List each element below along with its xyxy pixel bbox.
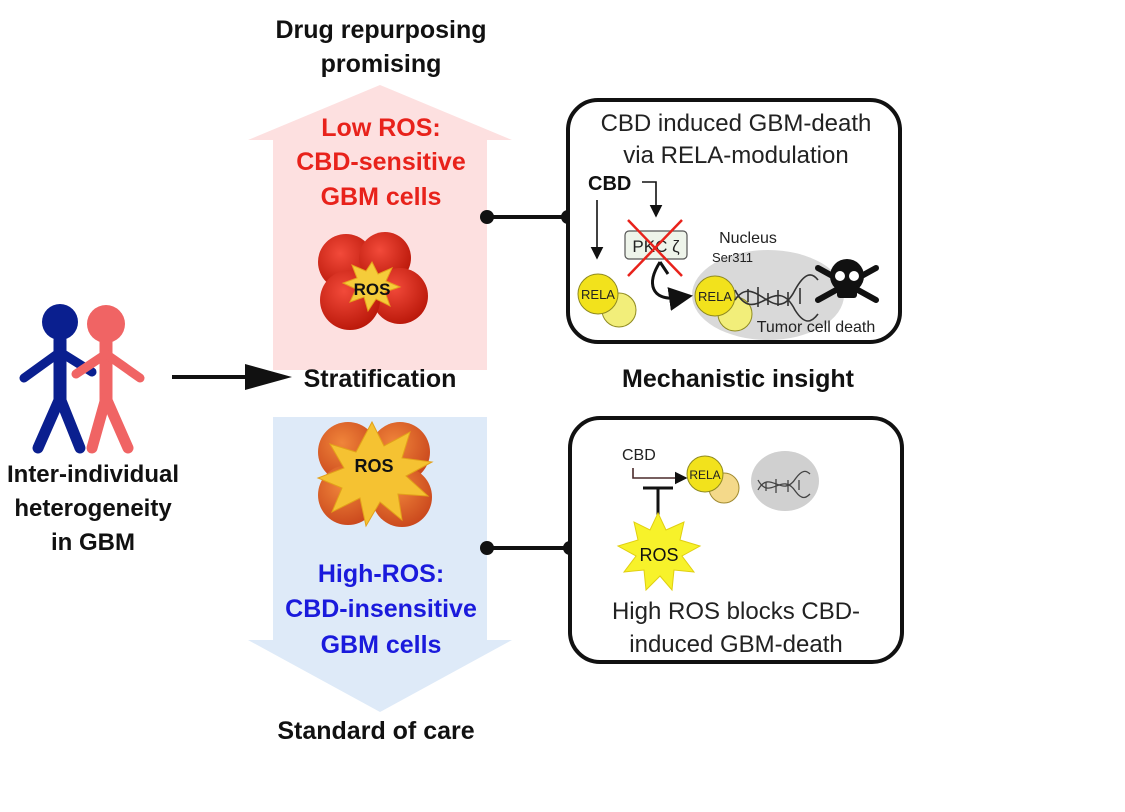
connector-top (480, 210, 575, 224)
mechanism-box-bottom: CBD RELA ROS High ROS blocks CBD- induce… (568, 416, 904, 664)
dna-helix-icon (734, 274, 819, 322)
box-top-title-2: via RELA-modulation (623, 142, 848, 169)
nucleus-label: Nucleus (719, 230, 777, 247)
ros-label-top: ROS (354, 280, 391, 299)
low-ros-cell-cluster: ROS (318, 232, 428, 330)
rela-label-nucleus: RELA (698, 289, 732, 304)
box-bottom-text-2: induced GBM-death (629, 631, 842, 658)
cbd-sensitive-label: CBD-sensitive (296, 148, 466, 176)
high-ros-arrow (248, 417, 512, 712)
connector-bottom (480, 541, 577, 555)
rela-label-bottom: RELA (689, 468, 720, 482)
nucleus-shape-bottom (751, 451, 819, 511)
person-pink-icon (71, 305, 145, 454)
ros-label-box: ROS (639, 545, 678, 565)
drug-repurposing-title: Drug repurposing (275, 16, 486, 44)
tumor-cell-death-label: Tumor cell death (757, 319, 876, 336)
standard-of-care-caption: Standard of care (277, 717, 474, 745)
cbd-label-bottom: CBD (622, 447, 656, 464)
stratification-arrow (172, 364, 292, 390)
ros-burst-large (316, 420, 434, 528)
pkc-box (624, 230, 688, 260)
inhibition-cross-icon (627, 219, 683, 277)
low-ros-label: Low ROS: (321, 114, 440, 142)
mechanistic-insight-label: Mechanistic insight (622, 365, 855, 393)
box-bottom-text-1: High ROS blocks CBD- (612, 598, 860, 625)
skull-crossbones-icon (815, 259, 879, 303)
rela-cell-nucleus (694, 275, 736, 317)
rela-cell-left (577, 273, 619, 315)
ros-burst-bottom-box (616, 511, 702, 592)
ros-burst-small (341, 261, 402, 313)
low-ros-arrow (248, 85, 512, 370)
mechanism-box-top: CBD induced GBM-death via RELA-modulatio… (566, 98, 902, 344)
drug-repurposing-title-2: promising (321, 50, 442, 78)
box-top-title-1: CBD induced GBM-death (601, 110, 872, 137)
gbm-cells-label-bottom: GBM cells (321, 631, 442, 659)
rela-label-left: RELA (581, 287, 615, 302)
stratification-label: Stratification (304, 365, 457, 393)
person-blue-icon (19, 304, 97, 454)
cbd-insensitive-label: CBD-insensitive (285, 595, 477, 623)
ser311-label: Ser311 (712, 250, 753, 265)
gbm-cells-label-top: GBM cells (321, 183, 442, 211)
cbd-label-top: CBD (588, 173, 631, 195)
dna-helix-small-icon (757, 470, 811, 499)
ros-label-bottom: ROS (354, 456, 393, 476)
rela-cell-bottom (686, 455, 724, 493)
heterogeneity-label-3: in GBM (51, 529, 135, 556)
high-ros-cell-cluster: ROS (316, 420, 434, 528)
heterogeneity-label-2: heterogeneity (14, 495, 172, 522)
heterogeneity-label-1: Inter-individual (7, 461, 179, 488)
high-ros-label: High-ROS: (318, 560, 444, 588)
